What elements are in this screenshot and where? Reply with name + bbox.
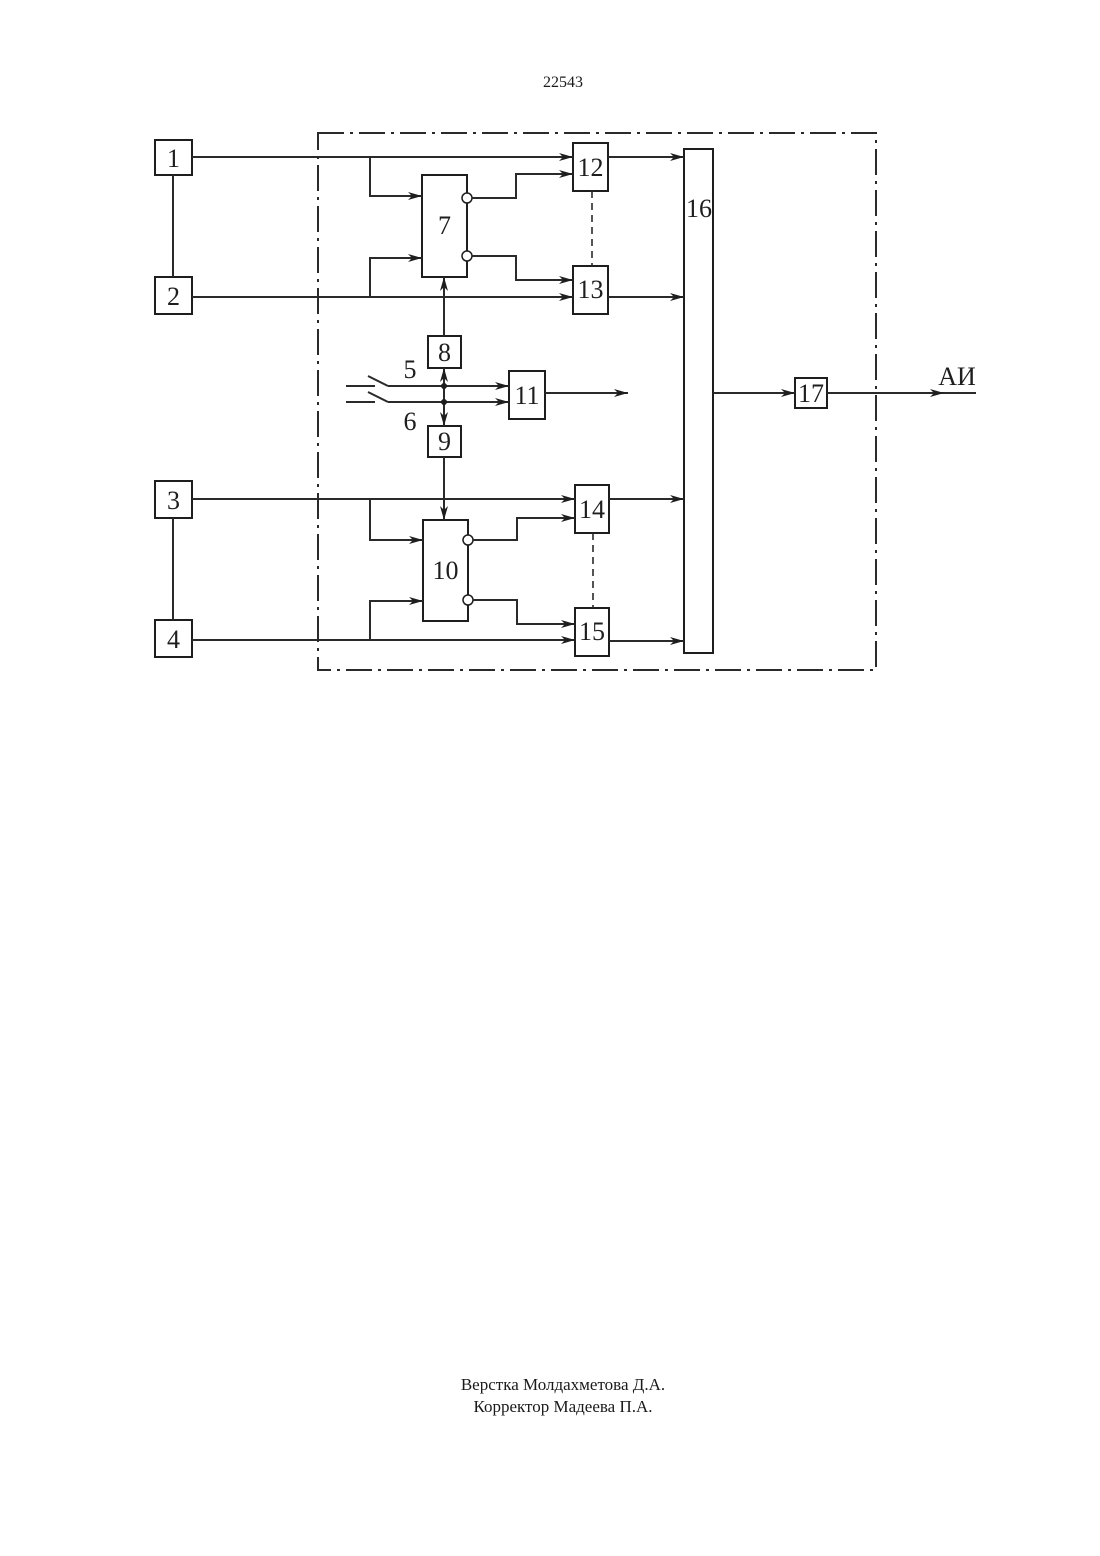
block-14-label: 14 <box>579 495 605 524</box>
block-1: 1 <box>155 140 192 175</box>
block-15-label: 15 <box>579 617 605 646</box>
block-2: 2 <box>155 277 192 314</box>
block-7-inverted-output-lower <box>462 251 472 261</box>
block-4: 4 <box>155 620 192 657</box>
block-4-label: 4 <box>167 625 180 654</box>
block-7: 7 <box>422 175 467 277</box>
block-1-label: 1 <box>167 144 180 173</box>
block-14: 14 <box>575 485 609 533</box>
footer: Верстка Молдахметова Д.А. Корректор Маде… <box>0 1374 1100 1418</box>
layout-credit: Верстка Молдахметова Д.А. <box>0 1374 1100 1396</box>
block-11: 11 <box>509 371 545 419</box>
output-label: АИ <box>938 362 976 391</box>
block-16: 16 <box>684 149 713 653</box>
block-13: 13 <box>573 266 608 314</box>
block-8-label: 8 <box>438 338 451 367</box>
block-13-label: 13 <box>578 275 604 304</box>
block-9-label: 9 <box>438 427 451 456</box>
block-16-label: 16 <box>686 194 712 223</box>
block-2-label: 2 <box>167 282 180 311</box>
block-3-label: 3 <box>167 486 180 515</box>
block-diagram: 1 2 3 4 7 8 9 10 11 12 13 14 15 16 17 <box>0 0 1100 720</box>
block-7-label: 7 <box>438 211 451 240</box>
block-17-label: 17 <box>798 379 824 408</box>
block-12: 12 <box>573 143 608 191</box>
input-5-label: 5 <box>404 355 417 384</box>
block-11-label: 11 <box>514 381 539 410</box>
block-12-label: 12 <box>578 153 604 182</box>
block-7-inverted-output-upper <box>462 193 472 203</box>
block-8: 8 <box>428 336 461 368</box>
block-10-inverted-output-upper <box>463 535 473 545</box>
input-6-label: 6 <box>404 407 417 436</box>
proofreader-credit: Корректор Мадеева П.А. <box>0 1396 1100 1418</box>
block-10-label: 10 <box>433 556 459 585</box>
block-3: 3 <box>155 481 192 518</box>
block-10-inverted-output-lower <box>463 595 473 605</box>
block-17: 17 <box>795 378 827 408</box>
block-9: 9 <box>428 426 461 457</box>
block-10: 10 <box>423 520 468 621</box>
block-15: 15 <box>575 608 609 656</box>
